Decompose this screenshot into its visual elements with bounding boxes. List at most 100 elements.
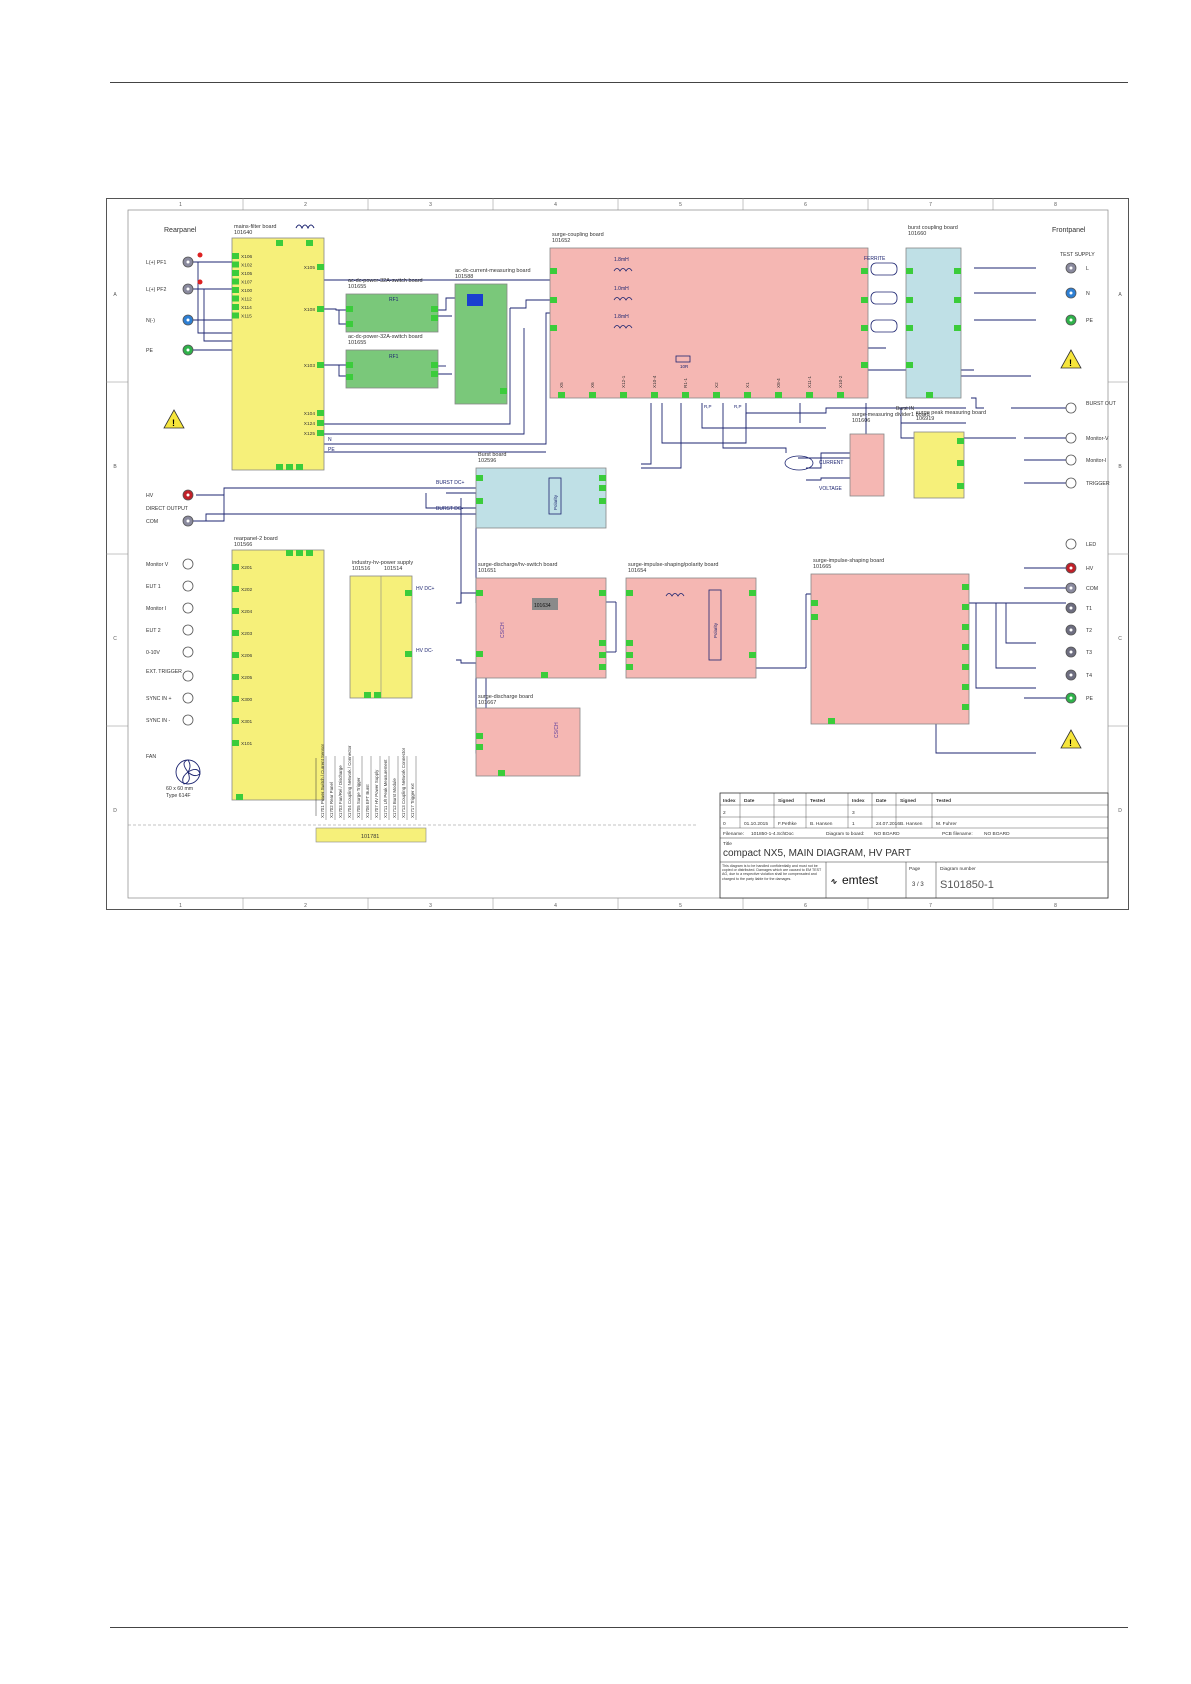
pin bbox=[232, 312, 239, 319]
grid-row-label: D bbox=[1118, 808, 1122, 814]
connector-socket-icon bbox=[186, 287, 190, 291]
svg-text:101660: 101660 bbox=[908, 231, 926, 237]
connector-socket-icon bbox=[1069, 458, 1073, 462]
front-connector-label: PE bbox=[1086, 696, 1093, 702]
svg-text:1.0mH: 1.0mH bbox=[614, 286, 629, 292]
svg-text:101850-1-4.SchDoc: 101850-1-4.SchDoc bbox=[751, 831, 794, 837]
grid-row-label: A bbox=[113, 292, 117, 298]
svg-text:NO BOARD: NO BOARD bbox=[984, 831, 1010, 837]
pin-label: X11-1 bbox=[807, 376, 812, 388]
svg-text:NO BOARD: NO BOARD bbox=[874, 831, 900, 837]
pin bbox=[589, 392, 596, 398]
pin-label: X108 bbox=[304, 307, 316, 313]
pin-label: X106 bbox=[241, 254, 253, 260]
signal-label: HV DC- bbox=[416, 648, 434, 654]
pin bbox=[962, 704, 969, 710]
rear-connector-label: L(+) PF1 bbox=[146, 260, 166, 266]
pin bbox=[232, 652, 239, 658]
fuse-indicator-icon bbox=[197, 252, 203, 258]
svg-text:101654: 101654 bbox=[628, 568, 646, 574]
svg-text:101514: 101514 bbox=[384, 566, 402, 572]
pin-label: X206 bbox=[241, 653, 253, 659]
rear-connector-label: SYNC IN - bbox=[146, 718, 170, 724]
pin bbox=[232, 295, 239, 302]
connector-socket-icon bbox=[186, 606, 190, 610]
connector-socket-icon bbox=[1069, 586, 1073, 590]
svg-text:RF1: RF1 bbox=[389, 297, 399, 303]
burst-board: Burst board 102596 Polarity bbox=[475, 452, 607, 529]
pin-label: X10-4 bbox=[652, 375, 657, 388]
title-block-header: Signed bbox=[900, 798, 916, 804]
grid-column-label: 6 bbox=[804, 903, 807, 909]
svg-text:Diagram to board:: Diagram to board: bbox=[826, 831, 864, 837]
rear-connector-label: N(-) bbox=[146, 318, 155, 324]
pin bbox=[713, 392, 720, 398]
svg-text:rearpanel-2 board: rearpanel-2 board bbox=[234, 536, 278, 542]
grid-column-label: 4 bbox=[554, 903, 557, 909]
rear-connector-label: Monitor V bbox=[146, 562, 169, 568]
svg-text:10R: 10R bbox=[680, 364, 689, 369]
current-measuring-board: ac-dc-current-measuring board 101588 bbox=[454, 268, 531, 405]
svg-text:1.8mH: 1.8mH bbox=[614, 314, 629, 320]
title-block-header: Index bbox=[723, 798, 736, 804]
surge-coupling-board: surge-coupling board 101652 1.8mH 1.0mH … bbox=[549, 232, 869, 409]
svg-text:Polarity: Polarity bbox=[713, 622, 718, 638]
svg-text:RF1: RF1 bbox=[389, 354, 399, 360]
title-block-header: Date bbox=[876, 798, 887, 804]
svg-text:PCB filename:: PCB filename: bbox=[942, 831, 973, 837]
svg-text:Diagram number: Diagram number bbox=[940, 866, 976, 872]
pin bbox=[775, 392, 782, 398]
svg-text:Title: Title bbox=[723, 841, 732, 847]
grid-row-label: D bbox=[113, 808, 117, 814]
cable-legend-item: X1706 EFT Burst bbox=[365, 784, 370, 818]
svg-text:101665: 101665 bbox=[813, 564, 831, 570]
grid-column-label: 7 bbox=[929, 903, 932, 909]
connector-socket-icon bbox=[186, 519, 190, 523]
connector-socket-icon bbox=[186, 584, 190, 588]
front-connector-label: BURST OUT bbox=[1086, 401, 1117, 407]
cable-legend-item: X1702 Rear Panel bbox=[329, 782, 334, 818]
connector-socket-icon bbox=[186, 318, 190, 322]
pin-label: X102 bbox=[241, 263, 253, 269]
svg-text:101652: 101652 bbox=[552, 238, 570, 244]
grid-column-label: 4 bbox=[554, 202, 557, 208]
svg-text:surge-coupling board: surge-coupling board bbox=[552, 232, 604, 238]
front-connector-label: Monitor-I bbox=[1086, 458, 1106, 464]
title-block-header: Tested bbox=[810, 798, 825, 804]
svg-text:101588: 101588 bbox=[455, 274, 473, 280]
connector-socket-icon bbox=[1069, 436, 1073, 440]
connector-socket-icon bbox=[1069, 318, 1073, 322]
front-connector-label: T1 bbox=[1086, 606, 1092, 612]
svg-text:3 / 3: 3 / 3 bbox=[912, 882, 924, 888]
pin bbox=[317, 264, 324, 270]
svg-text:101640: 101640 bbox=[234, 230, 252, 236]
connector-socket-icon bbox=[1069, 650, 1073, 654]
pin-label: X2 bbox=[714, 382, 719, 388]
rear-connector-label: 0-10V bbox=[146, 650, 160, 656]
title-block-cell: 3 bbox=[852, 810, 855, 816]
grid-column-label: 3 bbox=[429, 903, 432, 909]
cable-legend-item: X1704 Coupling Network / Connector bbox=[347, 745, 352, 818]
pin-label: X10-2 bbox=[838, 375, 843, 388]
pin bbox=[651, 392, 658, 398]
pin-label: X205 bbox=[241, 675, 253, 681]
warning-icon: ! bbox=[1060, 349, 1082, 369]
front-connector-label: HV bbox=[1086, 566, 1094, 572]
pin-label: X105 bbox=[241, 271, 253, 277]
pin bbox=[232, 287, 239, 293]
pin bbox=[682, 392, 689, 398]
svg-text:101781: 101781 bbox=[361, 834, 379, 840]
pin bbox=[317, 420, 324, 426]
title-block-cell: B. Hansen bbox=[810, 821, 833, 827]
pin bbox=[558, 392, 565, 398]
svg-text:mains-filter board: mains-filter board bbox=[234, 224, 277, 230]
header-rule bbox=[110, 82, 1128, 83]
pin-label: X101 bbox=[241, 741, 253, 747]
front-panel-title: Frontpanel bbox=[1052, 227, 1086, 234]
rear-connector-label: SYNC IN + bbox=[146, 696, 172, 702]
svg-text:∿: ∿ bbox=[830, 877, 837, 886]
grid-column-label: 8 bbox=[1054, 202, 1057, 208]
